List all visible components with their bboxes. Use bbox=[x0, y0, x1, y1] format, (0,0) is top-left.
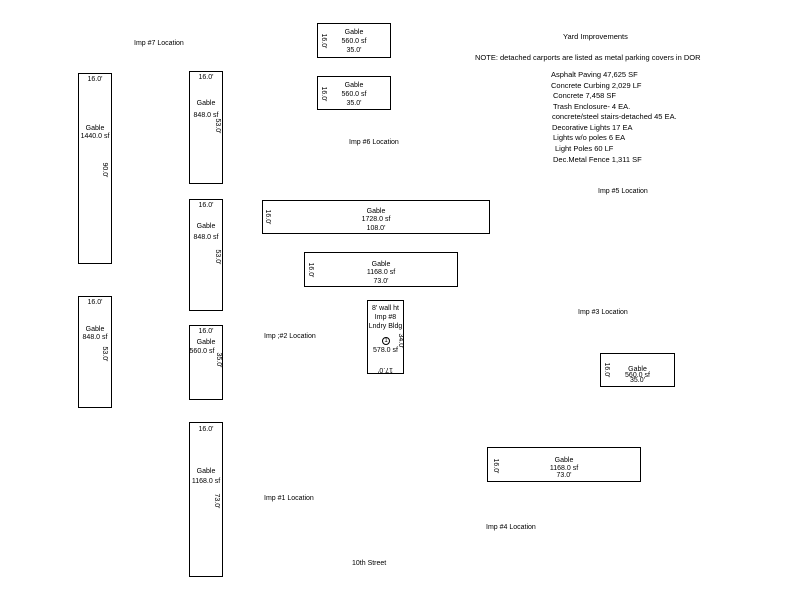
building-type: Gable bbox=[196, 339, 216, 346]
building-area: 1728.0 sf bbox=[361, 216, 391, 223]
building-type: Gable bbox=[196, 223, 216, 230]
yard-item: Light Poles 60 LF bbox=[555, 144, 614, 153]
building-width: 16.0' bbox=[198, 328, 214, 335]
street-label: 10th Street bbox=[352, 560, 387, 567]
building-area: 560.0 sf bbox=[341, 91, 367, 98]
building-area: 1168.0 sf bbox=[549, 465, 579, 472]
building-type: Gable bbox=[554, 457, 574, 464]
building-top-2[interactable]: Gable 560.0 sf 35.0' 16.0' bbox=[317, 76, 391, 110]
building-depth: 16.0' bbox=[320, 33, 327, 49]
imp1-location-label: Imp #1 Location bbox=[264, 495, 314, 502]
building-1168-b[interactable]: Gable 1168.0 sf 73.0' 16.0' bbox=[487, 447, 641, 482]
yard-item: Concrete 7,458 SF bbox=[553, 91, 616, 100]
building-area: 848.0 sf bbox=[193, 234, 219, 241]
building-type: Gable bbox=[371, 261, 391, 268]
building-width: 16.0' bbox=[87, 76, 103, 83]
building-type: Gable bbox=[196, 100, 216, 107]
building-depth: 53.0' bbox=[214, 249, 221, 265]
building-left-1[interactable]: 16.0' Gable 1440.0 sf 90.0' bbox=[78, 73, 112, 264]
yard-item: Dec.Metal Fence 1,311 SF bbox=[553, 155, 642, 164]
building-depth: 16.0' bbox=[603, 362, 610, 378]
yard-item: Lights w/o poles 6 EA bbox=[553, 133, 626, 142]
building-type: Gable bbox=[366, 208, 386, 215]
building-560-right[interactable]: Gable 560.0 sf 35.0' 16.0' bbox=[600, 353, 675, 387]
laundry-name: Lndry Bldg bbox=[368, 323, 403, 330]
building-area: 560.0 sf bbox=[625, 372, 650, 379]
imp2-location-label: Imp ;#2 Location bbox=[264, 333, 316, 340]
building-mid-3[interactable]: 16.0' Gable 560.0 sf 35.0' bbox=[189, 325, 223, 400]
building-depth: 53.0' bbox=[101, 346, 108, 362]
yard-item: Decorative Lights 17 EA bbox=[552, 123, 633, 132]
building-depth: 16.0' bbox=[492, 458, 499, 474]
building-width: 73.0' bbox=[373, 278, 389, 285]
building-width: 16.0' bbox=[198, 202, 214, 209]
laundry-width: 17.0' bbox=[378, 366, 393, 373]
building-mid-2[interactable]: 16.0' Gable 848.0 sf 53.0' bbox=[189, 199, 223, 311]
building-mid-1[interactable]: 16.0' Gable 848.0 sf 53.0' bbox=[189, 71, 223, 184]
laundry-wall-height: 8' wall ht bbox=[371, 305, 399, 312]
building-area: 560.0 sf bbox=[189, 348, 215, 355]
building-1168-a[interactable]: Gable 1168.0 sf 73.0' 16.0' bbox=[304, 252, 458, 287]
yard-item: concrete/steel stairs-detached 45 EA. bbox=[552, 112, 677, 121]
building-type: Gable bbox=[85, 125, 105, 132]
building-area: 848.0 sf bbox=[193, 112, 219, 119]
building-area: 560.0 sf bbox=[341, 38, 367, 45]
building-width: 35.0' bbox=[346, 100, 362, 107]
building-area: 1168.0 sf bbox=[191, 478, 221, 485]
yard-item: Asphalt Paving 47,625 SF bbox=[551, 70, 638, 79]
building-depth: 73.0' bbox=[213, 493, 220, 509]
building-width: 35.0' bbox=[630, 377, 645, 384]
building-area: 848.0 sf bbox=[82, 334, 108, 341]
building-depth: 16.0' bbox=[307, 262, 314, 278]
building-area: 1168.0 sf bbox=[366, 269, 396, 276]
building-top-1[interactable]: Gable 560.0 sf 35.0' 16.0' bbox=[317, 23, 391, 58]
building-width: 108.0' bbox=[366, 225, 386, 232]
building-type: Gable bbox=[196, 468, 216, 475]
building-long-1728[interactable]: Gable 1728.0 sf 108.0' 16.0' bbox=[262, 200, 490, 234]
building-mid-4[interactable]: 16.0' Gable 1168.0 sf 73.0' bbox=[189, 422, 223, 577]
laundry-imp-number: Imp #8 bbox=[374, 314, 397, 321]
yard-item: Trash Enclosure- 4 EA. bbox=[553, 102, 631, 111]
building-depth: 90.0' bbox=[101, 162, 108, 178]
building-type: Gable bbox=[344, 82, 364, 89]
imp3-location-label: Imp #3 Location bbox=[578, 309, 628, 316]
building-width: 16.0' bbox=[198, 74, 214, 81]
building-left-2[interactable]: 16.0' Gable 848.0 sf 53.0' bbox=[78, 296, 112, 408]
building-area: 1440.0 sf bbox=[80, 133, 110, 140]
yard-title: Yard Improvements bbox=[563, 32, 628, 41]
yard-item: Concrete Curbing 2,029 LF bbox=[551, 81, 642, 90]
yard-note: NOTE: detached carports are listed as me… bbox=[475, 53, 701, 62]
building-depth: 53.0' bbox=[214, 118, 221, 134]
laundry-depth: 34.0' bbox=[397, 333, 404, 349]
imp7-location-label: Imp #7 Location bbox=[134, 40, 184, 47]
laundry-building[interactable]: 8' wall ht Imp #8 Lndry Bldg 1 578.0 sf … bbox=[367, 300, 404, 374]
laundry-area: 578.0 sf bbox=[373, 347, 398, 354]
imp6-location-label: Imp #6 Location bbox=[349, 139, 399, 146]
building-width: 73.0' bbox=[556, 472, 572, 479]
building-type: Gable bbox=[628, 366, 647, 373]
building-width: 16.0' bbox=[87, 299, 103, 306]
building-depth: 35.0' bbox=[215, 352, 222, 368]
building-width: 35.0' bbox=[346, 47, 362, 54]
building-width: 16.0' bbox=[198, 426, 214, 433]
building-type: Gable bbox=[344, 29, 364, 36]
imp4-location-label: Imp #4 Location bbox=[486, 524, 536, 531]
imp5-location-label: Imp #5 Location bbox=[598, 188, 648, 195]
building-type: Gable bbox=[85, 326, 105, 333]
building-depth: 16.0' bbox=[264, 209, 271, 225]
laundry-marker-icon: 1 bbox=[382, 337, 390, 345]
building-depth: 16.0' bbox=[320, 86, 327, 102]
